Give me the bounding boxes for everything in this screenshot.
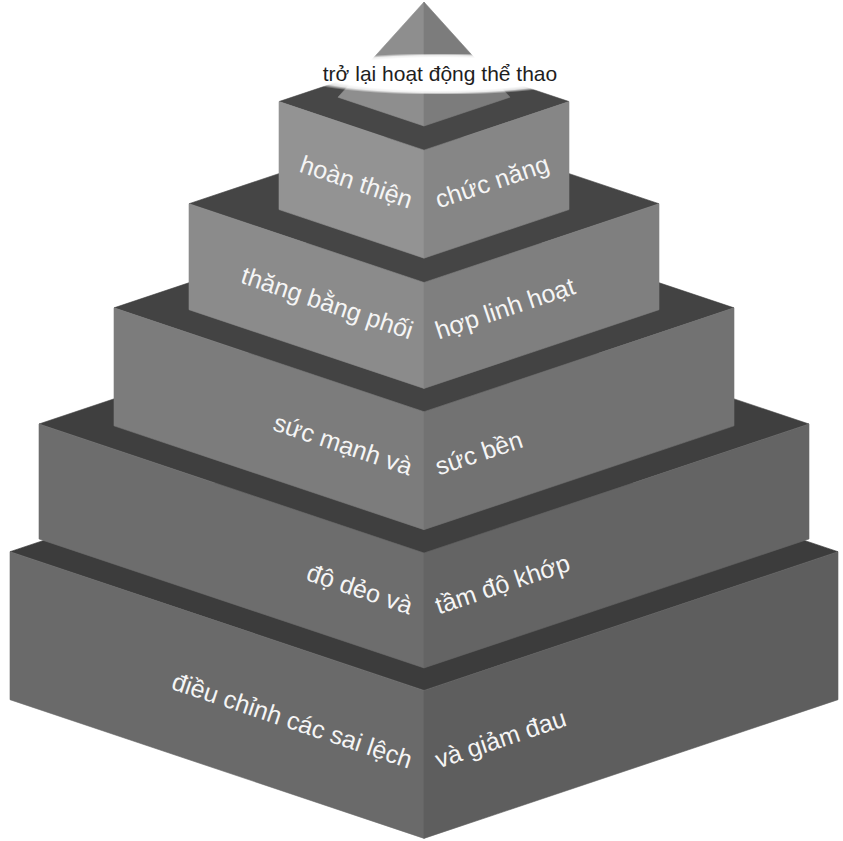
apex-block: trở lại hoạt động thể thao [244,0,614,132]
tier-face [424,551,838,838]
apex-label: trở lại hoạt động thể thao [297,54,583,94]
tier-face [10,551,424,838]
